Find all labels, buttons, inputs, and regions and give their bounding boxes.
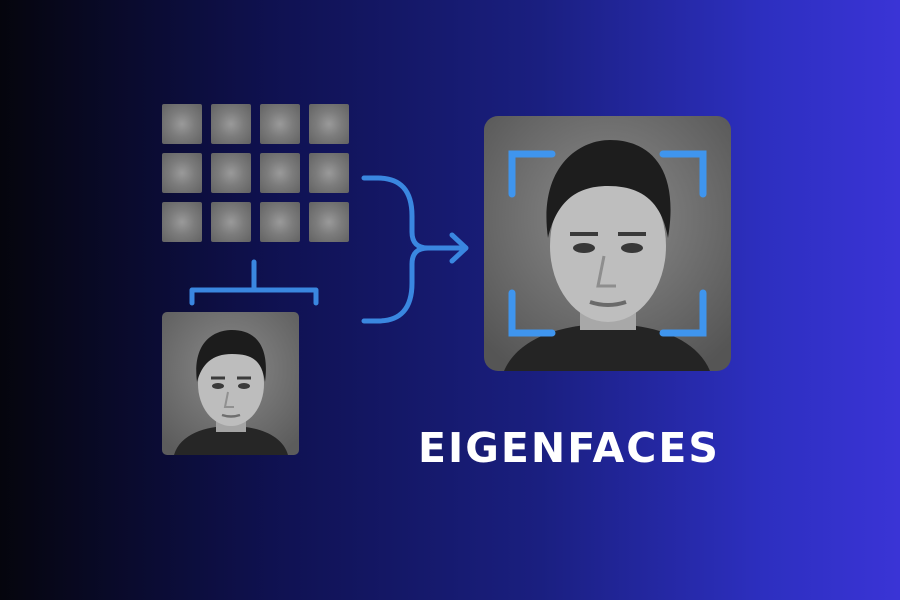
arrow-head-icon [449,232,469,264]
merge-arrow-lower [361,245,431,324]
eigenface-tile [260,202,300,242]
bracket-connector [189,259,319,306]
merge-arrow-upper [361,175,467,251]
eigenface-grid [162,104,349,242]
eigenface-tile [211,104,251,144]
eigenface-tile [162,153,202,193]
input-face-photo [162,312,299,455]
eigenface-tile [309,153,349,193]
face-scan-frame [508,150,707,337]
eigenface-tile [260,104,300,144]
eigenface-tile [162,202,202,242]
eigenface-tile [309,202,349,242]
eigenface-tile [260,153,300,193]
eigenface-tile [211,202,251,242]
eigenface-tile [162,104,202,144]
eigenface-tile [211,153,251,193]
diagram-title: EIGENFACES [418,424,720,472]
recognized-face-photo [484,116,731,371]
eigenface-tile [309,104,349,144]
